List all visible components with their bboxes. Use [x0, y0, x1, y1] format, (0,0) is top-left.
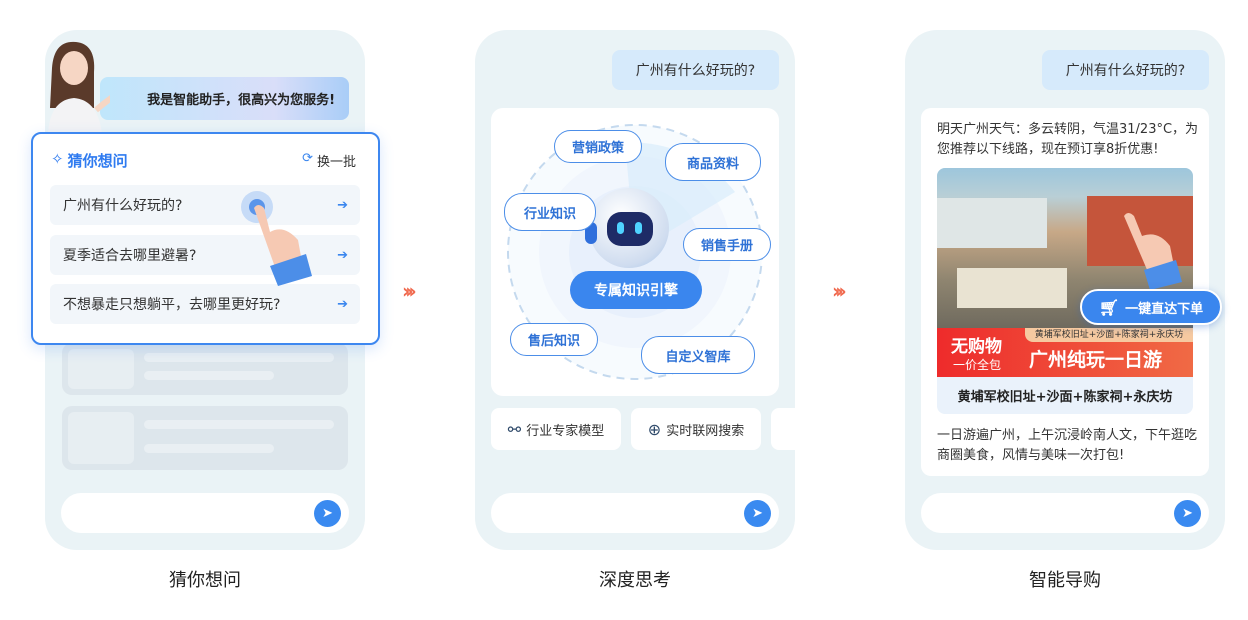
robot-icon — [585, 188, 669, 268]
pointing-hand-icon — [240, 190, 320, 290]
pointing-hand-icon — [1118, 210, 1188, 290]
chip-expert-model[interactable]: ⚯行业专家模型 — [491, 408, 621, 450]
send-icon[interactable]: ➤ — [744, 500, 771, 527]
chip-web-search[interactable]: ⊕实时联网搜索 — [631, 408, 761, 450]
tag-pill: 行业知识 — [504, 193, 596, 231]
flow-arrow-icon: ››› — [832, 279, 847, 303]
one-click-order-button[interactable]: 🛒︎一键直达下单 — [1080, 289, 1222, 325]
knowledge-engine-label: 专属知识引擎 — [570, 271, 702, 309]
tag-pill: 售后知识 — [510, 323, 598, 356]
tag-pill: 营销政策 — [554, 130, 642, 163]
question-item[interactable]: 广州有什么好玩的?➔ — [50, 185, 360, 225]
tour-description: 一日游遍广州，上午沉浸岭南人文，下午逛吃商圈美食，风情与美味一次打包! — [937, 428, 1198, 463]
skeleton-card — [62, 343, 348, 395]
panel-deep-thinking: 广州有什么好玩的? 专属知识引擎 营销政策 商品资料 行业知识 销售手册 售后知… — [475, 30, 795, 550]
arrow-right-icon: ➔ — [337, 247, 348, 263]
send-icon[interactable]: ➤ — [314, 500, 341, 527]
globe-icon: ⊕ — [647, 419, 662, 439]
guess-questions-card: ✧猜你想问 ⟳换一批 广州有什么好玩的?➔ 夏季适合去哪里避暑?➔ 不想暴走只想… — [31, 132, 380, 345]
chat-input[interactable]: ➤ — [921, 493, 1209, 533]
flow-arrow-icon: ››› — [402, 279, 417, 303]
chat-input[interactable]: ➤ — [61, 493, 349, 533]
tour-banner-subtitle: 黄埔军校旧址+沙面+陈家祠+永庆坊 — [1025, 328, 1193, 342]
refresh-button[interactable]: ⟳换一批 — [302, 151, 356, 170]
assistant-avatar — [40, 38, 128, 134]
panel-caption: 智能导购 — [1029, 570, 1101, 591]
tour-route: 黄埔军校旧址+沙面+陈家祠+永庆坊 — [957, 390, 1173, 405]
question-item[interactable]: 不想暴走只想躺平，去哪里更好玩?➔ — [50, 284, 360, 324]
panel-caption: 深度思考 — [599, 570, 671, 591]
card-title: 猜你想问 — [67, 152, 128, 170]
magic-wand-icon: ✧ — [51, 150, 64, 168]
answer-intro: 明天广州天气：多云转阴，气温31/23°C，为您推荐以下线路，现在预订享8折优惠… — [937, 122, 1199, 157]
cart-icon: 🛒︎ — [1098, 297, 1120, 317]
tag-pill: 商品资料 — [665, 143, 761, 181]
tag-pill: 销售手册 — [683, 228, 771, 261]
send-icon[interactable]: ➤ — [1174, 500, 1201, 527]
chip-more[interactable] — [771, 408, 795, 450]
tour-banner: 无购物 一价全包 黄埔军校旧址+沙面+陈家祠+永庆坊 广州纯玩一日游 — [937, 328, 1193, 377]
knowledge-engine-card: 专属知识引擎 营销政策 商品资料 行业知识 销售手册 售后知识 自定义智库 — [491, 108, 779, 396]
arrow-right-icon: ➔ — [337, 197, 348, 213]
greeting-bubble: 我是智能助手，很高兴为您服务! — [100, 77, 349, 120]
nodes-icon: ⚯ — [507, 419, 522, 439]
panel-caption: 猜你想问 — [169, 570, 241, 591]
chat-input[interactable]: ➤ — [491, 493, 779, 533]
tag-pill: 自定义智库 — [641, 336, 755, 374]
user-question-bubble: 广州有什么好玩的? — [612, 50, 779, 90]
skeleton-card — [62, 406, 348, 470]
user-question-bubble: 广州有什么好玩的? — [1042, 50, 1209, 90]
arrow-right-icon: ➔ — [337, 296, 348, 312]
refresh-icon: ⟳ — [302, 151, 313, 166]
